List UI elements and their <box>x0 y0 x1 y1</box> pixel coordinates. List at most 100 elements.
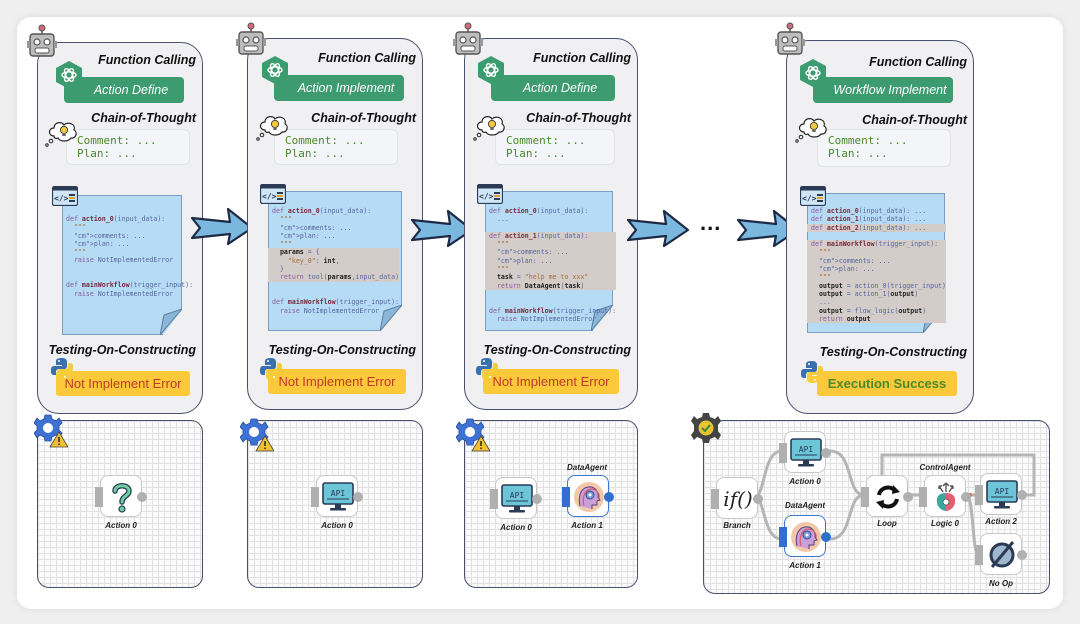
workflow-node-action-0[interactable] <box>490 477 542 519</box>
action-pill: Action Implement <box>274 75 404 101</box>
node-agent-tag: ControlAgent <box>919 463 971 472</box>
function-calling-label: Function Calling <box>533 51 631 65</box>
api-monitor-icon <box>500 482 534 516</box>
input-port[interactable] <box>95 487 103 507</box>
code-line: return output <box>807 314 946 324</box>
api-monitor-icon <box>321 480 355 514</box>
output-port[interactable] <box>961 492 971 502</box>
code-line: "cm">plan: ... <box>807 265 946 274</box>
output-port[interactable] <box>1017 490 1027 500</box>
code-line: return tool(params,input_data) <box>268 273 400 282</box>
workflow-node-action-2[interactable] <box>975 473 1027 515</box>
if-icon <box>721 482 755 516</box>
cot-box: Comment: ... Plan: ... <box>274 129 398 165</box>
output-port[interactable] <box>821 448 831 458</box>
robot-icon <box>452 22 484 58</box>
code-document: def action_0(input_data): """ "cm">comme… <box>268 191 402 331</box>
code-document: def action_0(input_data): ...def action_… <box>807 193 946 333</box>
input-port[interactable] <box>975 485 983 505</box>
chain-of-thought-label: Chain-of-Thought <box>862 113 967 127</box>
input-port[interactable] <box>975 545 983 565</box>
code-line: def action_1(input_data): ... <box>811 215 927 224</box>
cot-box: Comment: ... Plan: ... <box>817 129 951 167</box>
code-line: ... <box>807 298 946 307</box>
workflow-node-loop[interactable] <box>861 475 913 517</box>
code-line: """ <box>485 265 617 274</box>
edge-action2-loop-back <box>880 453 1036 497</box>
code-line: def mainWorkflow(trigger_input): <box>489 306 617 315</box>
output-port[interactable] <box>137 492 147 502</box>
workflow-node-logic-0[interactable] <box>919 475 971 517</box>
workflow-node-action-0[interactable] <box>779 431 831 473</box>
input-port[interactable] <box>779 443 787 463</box>
edge-action1-loop <box>829 493 865 541</box>
code-file-icon <box>260 184 286 204</box>
workflow-node-branch[interactable] <box>711 477 763 519</box>
output-port[interactable] <box>353 492 363 502</box>
code-line: raise NotImplementedError <box>73 289 174 298</box>
workflow-node-action-0[interactable] <box>95 475 147 517</box>
python-logo-icon <box>259 357 283 381</box>
workflow-node-action-1[interactable] <box>562 475 614 517</box>
function-calling-label: Function Calling <box>869 55 967 69</box>
code-line: output = action_0(trigger_input) <box>807 281 946 290</box>
output-port[interactable] <box>753 494 763 504</box>
workflow-node-no-op[interactable] <box>975 533 1027 575</box>
edge-action0-loop <box>829 449 865 497</box>
code-line <box>268 282 399 290</box>
output-port[interactable] <box>1017 550 1027 560</box>
chain-of-thought-label: Chain-of-Thought <box>91 111 196 125</box>
input-port[interactable] <box>490 489 498 509</box>
code-line: """ <box>73 248 86 257</box>
output-port[interactable] <box>903 492 913 502</box>
input-port[interactable] <box>562 487 570 507</box>
status-badge: Not Implement Error <box>483 369 619 394</box>
robot-icon <box>26 24 58 60</box>
code-line: """ <box>485 240 617 249</box>
function-calling-label: Function Calling <box>318 51 416 65</box>
python-logo-icon <box>50 357 74 381</box>
code-line: "cm">comments: ... <box>807 256 946 266</box>
input-port[interactable] <box>311 487 319 507</box>
code-line <box>485 298 616 306</box>
workflow-node-action-1[interactable] <box>779 515 831 557</box>
workflow-canvas-stage-2: Action 0 DataAgent Action 1 <box>464 420 638 588</box>
output-port[interactable] <box>532 494 542 504</box>
transition-arrow <box>626 208 690 248</box>
code-line: """ <box>279 215 292 224</box>
output-port[interactable] <box>821 532 831 542</box>
cot-plan-line: Plan: ... <box>77 147 137 160</box>
node-label: Action 2 <box>985 517 1017 526</box>
input-port[interactable] <box>779 527 787 547</box>
openai-logo-icon <box>260 55 290 85</box>
node-label: Loop <box>877 519 897 528</box>
question-icon <box>105 480 139 514</box>
node-label: Logic 0 <box>930 519 960 528</box>
code-line: "cm">comments: ... <box>73 231 146 240</box>
input-port[interactable] <box>711 489 719 509</box>
workflow-node-action-0[interactable] <box>311 475 363 517</box>
code-line <box>807 232 946 240</box>
code-snippet: def action_0(input_data): """ "cm">comme… <box>62 215 193 298</box>
output-port[interactable] <box>604 492 614 502</box>
gear-success-icon <box>690 412 724 446</box>
transition-arrow <box>190 206 254 246</box>
code-line: "cm">comments: ... <box>279 223 352 232</box>
edge-branch-action0 <box>753 449 783 499</box>
input-port[interactable] <box>919 487 927 507</box>
code-snippet: def action_0(input_data): """ "cm">comme… <box>268 207 400 315</box>
code-line: def mainWorkflow(trigger_input): <box>807 240 946 249</box>
node-label: Action 0 <box>500 523 532 532</box>
input-port[interactable] <box>861 487 869 507</box>
code-line <box>268 290 399 298</box>
cot-plan-line: Plan: ... <box>828 147 888 160</box>
agent-panel-stage-3: Function Calling Workflow Implement Chai… <box>786 40 974 414</box>
code-line: output = action_1(output) <box>807 289 946 299</box>
thought-bubble-icon <box>472 112 508 142</box>
cot-plan-line: Plan: ... <box>506 147 566 160</box>
gear-warning-icon <box>34 414 68 448</box>
gear-warning-icon <box>456 418 490 452</box>
code-line: def mainWorkflow(trigger_input): <box>272 298 400 307</box>
testing-on-constructing-label: Testing-On-Constructing <box>48 343 196 357</box>
code-line: def action_1(input_data): <box>485 231 617 241</box>
